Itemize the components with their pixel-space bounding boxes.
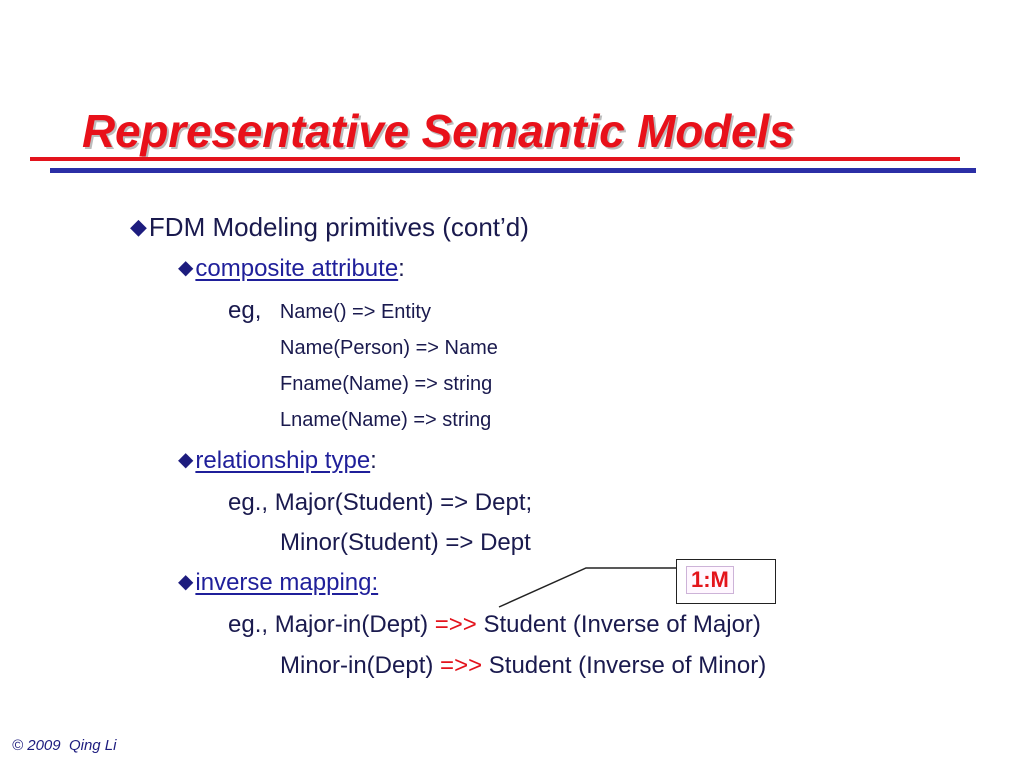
diamond-bullet-icon: ◆ xyxy=(178,257,194,279)
eg-prefix: eg, xyxy=(228,297,262,324)
callout-cardinality-label: 1:M xyxy=(686,566,734,594)
bullet-inverse-mapping: ◆inverse mapping: xyxy=(178,569,378,597)
composite-colon: : xyxy=(398,255,405,282)
slide-title: Representative Semantic Models xyxy=(82,105,795,157)
composite-example-2: Name(Person) => Name xyxy=(280,337,498,359)
inverse-example-2-suffix: Student (Inverse of Minor) xyxy=(488,652,767,679)
inverse-arrow: =>> xyxy=(434,611,477,638)
relationship-example-2: Minor(Student) => Dept xyxy=(280,529,531,556)
relationship-example-1: eg., Major(Student) => Dept; xyxy=(228,489,533,516)
inverse-example-2: Minor-in(Dept) =>> Student (Inverse of M… xyxy=(280,652,766,680)
diamond-bullet-icon: ◆ xyxy=(178,449,194,471)
footer-copyright: © 2009 Qing Li xyxy=(12,737,116,754)
composite-eg-line: eg, Name() => Entity xyxy=(228,297,431,325)
relationship-type-heading: relationship type xyxy=(195,447,371,474)
inverse-arrow: =>> xyxy=(440,652,483,679)
relationship-colon: : xyxy=(370,447,377,474)
composite-example-4: Lname(Name) => string xyxy=(280,409,492,431)
inverse-mapping-heading: inverse mapping: xyxy=(195,569,379,596)
diamond-bullet-icon: ◆ xyxy=(178,571,194,593)
inverse-example-2-prefix: Minor-in(Dept) xyxy=(280,652,434,679)
composite-example-3: Fname(Name) => string xyxy=(280,373,493,395)
bullet-fdm-primitives: ◆FDM Modeling primitives (cont’d) xyxy=(130,212,529,243)
title-rule-blue xyxy=(50,168,976,173)
copyright-icon: © xyxy=(12,737,24,754)
diamond-bullet-icon: ◆ xyxy=(130,214,147,239)
title-rule-red xyxy=(30,157,960,161)
footer-text: 2009 Qing Li xyxy=(27,737,117,754)
composite-example-1: Name() => Entity xyxy=(279,301,431,323)
inverse-example-1: eg., Major-in(Dept) =>> Student (Inverse… xyxy=(228,611,761,639)
inverse-example-1-suffix: Student (Inverse of Major) xyxy=(483,611,761,638)
inverse-example-1-prefix: eg., Major-in(Dept) xyxy=(228,611,429,638)
level1-text: FDM Modeling primitives (cont’d) xyxy=(148,212,529,242)
bullet-composite-attribute: ◆composite attribute: xyxy=(178,255,405,283)
bullet-relationship-type: ◆relationship type: xyxy=(178,447,377,475)
composite-attribute-heading: composite attribute xyxy=(195,255,399,282)
